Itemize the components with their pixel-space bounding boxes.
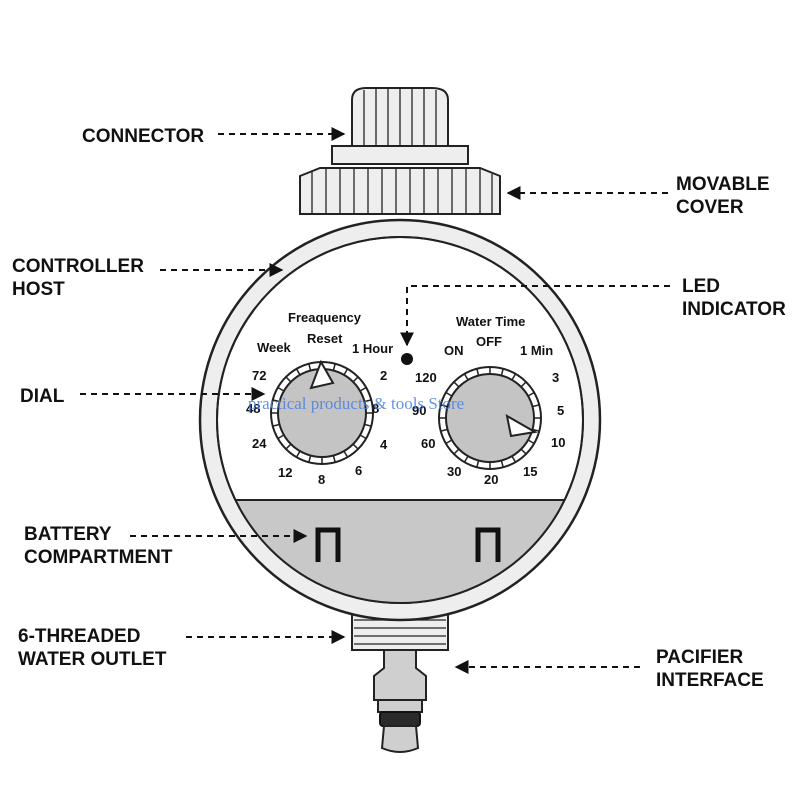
dial-tick: [440, 428, 448, 432]
frequency-pointer: [309, 359, 335, 390]
frequency-label: Week: [257, 340, 291, 355]
frequency-label: 1 Hour: [352, 341, 393, 356]
dial-tick: [463, 455, 469, 463]
water-time-on-label: ON: [444, 343, 464, 358]
label-movable-cover: COVER: [676, 197, 744, 218]
dial-tick: [532, 428, 540, 432]
led-indicator-dot: [401, 353, 413, 365]
water-time-dial[interactable]: [438, 366, 542, 470]
label-connector: CONNECTOR: [82, 126, 204, 147]
dial-tick: [343, 368, 349, 376]
dial-tick: [453, 448, 460, 455]
water-time-label: 10: [551, 435, 565, 450]
dial-tick: [285, 443, 292, 450]
label-pacifier-interface: INTERFACE: [656, 670, 764, 691]
water-time-label: 5: [557, 403, 564, 418]
water-time-label: 120: [415, 370, 437, 385]
dial-tick: [500, 460, 504, 468]
label-battery-compartment: BATTERY: [24, 524, 112, 545]
water-time-label: 3: [552, 370, 559, 385]
dial-tick: [520, 448, 527, 455]
frequency-label: 24: [252, 436, 267, 451]
dial-tick: [277, 434, 285, 440]
dial-tick: [520, 381, 527, 388]
dial-tick: [308, 363, 312, 371]
dial-tick: [453, 381, 460, 388]
dial-tick: [343, 450, 349, 458]
dial-tick: [527, 439, 535, 445]
dial-tick: [359, 434, 367, 440]
dial-tick: [272, 399, 280, 403]
dial-tick: [511, 455, 517, 463]
frequency-dial[interactable]: [270, 359, 374, 465]
water-time-label: 1 Min: [520, 343, 553, 358]
label-water-outlet: WATER OUTLET: [18, 649, 167, 670]
dial-tick: [364, 423, 372, 427]
dial-tick: [359, 386, 367, 392]
controller-host-body: [198, 218, 602, 622]
dial-tick: [295, 368, 301, 376]
battery-markers: [315, 527, 501, 562]
dial-tick: [440, 404, 448, 408]
label-battery-compartment: COMPARTMENT: [24, 547, 173, 568]
label-pacifier-interface: PACIFIER: [656, 647, 744, 668]
frequency-label: 2: [380, 368, 387, 383]
dial-tick: [352, 376, 359, 383]
frequency-label: 48: [246, 401, 260, 416]
dial-tick: [500, 368, 504, 376]
frequency-label: 6: [355, 463, 362, 478]
water-time-title: Water Time: [456, 314, 525, 329]
label-led-indicator: LED: [682, 276, 720, 297]
dial-tick: [445, 391, 453, 397]
label-led-indicator: INDICATOR: [682, 299, 786, 320]
dial-tick: [352, 443, 359, 450]
label-controller-host: CONTROLLER: [12, 256, 144, 277]
dial-tick: [532, 404, 540, 408]
connector-part: [331, 87, 469, 165]
pacifier-part: [373, 649, 427, 753]
dial-tick: [364, 399, 372, 403]
dial-tick: [511, 373, 517, 381]
water-time-label: 30: [447, 464, 461, 479]
water-time-label: 15: [523, 464, 537, 479]
dial-tick: [476, 460, 480, 468]
dial-tick: [445, 439, 453, 445]
label-movable-cover: MOVABLE: [676, 174, 770, 195]
callout-leaders: [80, 127, 670, 674]
dial-tick: [332, 455, 336, 463]
frequency-title: Freaquency: [288, 310, 362, 325]
water-time-dial-ticks: [439, 367, 541, 469]
dial-tick: [527, 391, 535, 397]
frequency-reset-label: Reset: [307, 331, 343, 346]
dial-tick: [308, 455, 312, 463]
frequency-label: 12: [278, 465, 292, 480]
frequency-label: 8: [318, 472, 325, 487]
water-time-label: 60: [421, 436, 435, 451]
dial-tick: [463, 373, 469, 381]
store-watermark: practical products & tools Store: [248, 394, 464, 413]
frequency-label: 72: [252, 368, 266, 383]
dial-tick: [332, 363, 336, 371]
water-time-label: 90: [412, 403, 426, 418]
dial-tick: [295, 450, 301, 458]
movable-cover-part: [299, 167, 501, 215]
label-water-outlet: 6-THREADED: [18, 626, 140, 647]
label-controller-host: HOST: [12, 279, 65, 300]
frequency-label: 4: [380, 437, 388, 452]
water-time-off-label: OFF: [476, 334, 502, 349]
dial-tick: [277, 386, 285, 392]
dial-tick: [272, 423, 280, 427]
dial-tick: [476, 368, 480, 376]
label-dial: DIAL: [20, 386, 65, 407]
water-time-label: 20: [484, 472, 498, 487]
frequency-label: 8: [372, 401, 379, 416]
water-time-pointer: [505, 414, 538, 438]
dial-tick: [285, 376, 292, 383]
frequency-dial-ticks: [271, 362, 373, 464]
